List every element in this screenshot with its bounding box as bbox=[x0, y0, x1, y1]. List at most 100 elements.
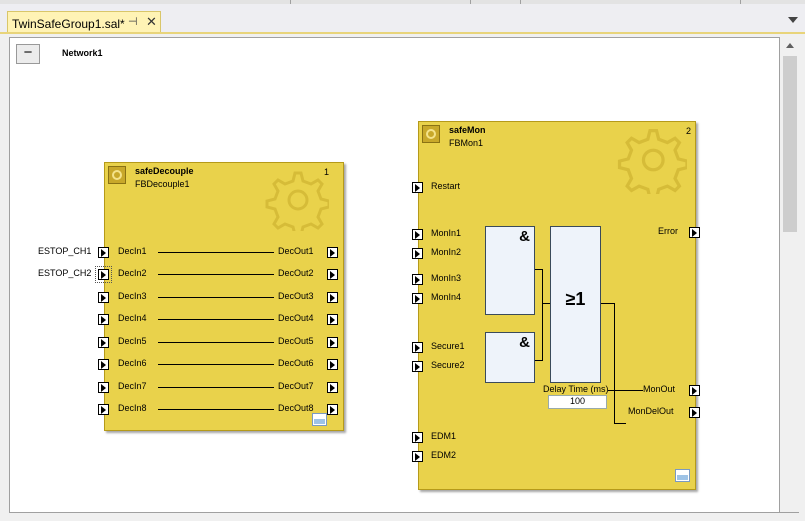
output-port-icon[interactable] bbox=[327, 382, 338, 393]
top-toolbar-strip bbox=[0, 0, 805, 4]
input-port-icon[interactable] bbox=[98, 247, 109, 258]
and-symbol: & bbox=[519, 228, 530, 245]
wire bbox=[542, 303, 550, 304]
minimize-block-icon[interactable] bbox=[312, 413, 327, 426]
input-port-icon[interactable] bbox=[98, 382, 109, 393]
toolbar-separator bbox=[290, 0, 291, 4]
tab-title[interactable]: TwinSafeGroup1.sal* bbox=[12, 17, 125, 31]
gear-watermark-icon bbox=[265, 171, 329, 231]
output-port-icon[interactable] bbox=[327, 269, 338, 280]
and-gate-1: & bbox=[485, 226, 535, 315]
fb-safedecouple[interactable]: safeDecouple FBDecouple1 1 bbox=[104, 162, 344, 431]
toolbar-separator bbox=[740, 0, 741, 4]
close-icon[interactable]: ✕ bbox=[146, 14, 157, 29]
fb-type-label: safeDecouple bbox=[135, 166, 194, 176]
input-port-icon[interactable] bbox=[412, 451, 423, 462]
output-port-icon[interactable] bbox=[327, 404, 338, 415]
external-input-label: ESTOP_CH2 bbox=[38, 268, 92, 278]
input-port-icon[interactable] bbox=[412, 248, 423, 259]
wire bbox=[614, 423, 626, 424]
input-pin-label: DecIn4 bbox=[118, 313, 147, 323]
fb-icon bbox=[108, 166, 126, 184]
input-port-icon[interactable] bbox=[412, 274, 423, 285]
vertical-scrollbar[interactable] bbox=[781, 37, 799, 512]
output-port-icon[interactable] bbox=[327, 359, 338, 370]
output-port-icon[interactable] bbox=[689, 385, 700, 396]
delay-time-label: Delay Time (ms) bbox=[543, 384, 609, 394]
wire bbox=[601, 303, 614, 304]
output-pin-label: MonOut bbox=[643, 384, 676, 394]
internal-connection bbox=[158, 319, 274, 320]
network-canvas[interactable]: − Network1 safeDecouple FBDecouple1 1 ES… bbox=[9, 37, 780, 512]
input-port-icon[interactable] bbox=[95, 266, 112, 283]
fb-icon bbox=[422, 125, 440, 143]
and-gate-2: & bbox=[485, 332, 535, 383]
scroll-up-icon[interactable] bbox=[786, 43, 794, 48]
output-port-icon[interactable] bbox=[689, 227, 700, 238]
output-port-icon[interactable] bbox=[327, 247, 338, 258]
output-pin-label: DecOut1 bbox=[278, 246, 314, 256]
internal-connection bbox=[158, 342, 274, 343]
collapse-network-button[interactable]: − bbox=[16, 44, 40, 64]
toolbar-separator bbox=[520, 0, 521, 4]
input-port-icon[interactable] bbox=[412, 342, 423, 353]
gear-watermark-icon bbox=[617, 128, 687, 194]
delay-time-field[interactable]: 100 bbox=[548, 395, 607, 409]
tab-underline bbox=[0, 32, 805, 34]
document-tab-bar: TwinSafeGroup1.sal* ⊣ ✕ bbox=[0, 4, 805, 34]
input-pin-label: DecIn7 bbox=[118, 381, 147, 391]
input-port-icon[interactable] bbox=[98, 314, 109, 325]
output-port-icon[interactable] bbox=[327, 314, 338, 325]
output-pin-label: DecOut7 bbox=[278, 381, 314, 391]
output-pin-label: MonDelOut bbox=[628, 406, 674, 416]
toolbar-separator bbox=[470, 0, 471, 4]
pin-icon[interactable]: ⊣ bbox=[128, 16, 138, 28]
document-tab[interactable]: TwinSafeGroup1.sal* ⊣ ✕ bbox=[7, 11, 161, 34]
fb-number: 2 bbox=[686, 126, 692, 136]
output-pin-label: DecOut5 bbox=[278, 336, 314, 346]
input-pin-label: DecIn3 bbox=[118, 291, 147, 301]
input-pin-label: Restart bbox=[431, 181, 461, 191]
output-pin-label: DecOut8 bbox=[278, 403, 314, 413]
and-symbol: & bbox=[519, 334, 530, 351]
input-port-icon[interactable] bbox=[412, 182, 423, 193]
output-pin-label: DecOut6 bbox=[278, 358, 314, 368]
output-pin-label: DecOut2 bbox=[278, 268, 314, 278]
or-symbol: ≥1 bbox=[565, 289, 586, 309]
external-input-label: ESTOP_CH1 bbox=[38, 246, 92, 256]
output-port-icon[interactable] bbox=[327, 337, 338, 348]
fb-instance-label: FBDecouple1 bbox=[135, 179, 190, 189]
input-port-icon[interactable] bbox=[412, 229, 423, 240]
input-port-icon[interactable] bbox=[98, 337, 109, 348]
scrollbar-thumb[interactable] bbox=[783, 56, 797, 232]
internal-connection bbox=[158, 364, 274, 365]
wire bbox=[535, 360, 542, 361]
output-port-icon[interactable] bbox=[327, 292, 338, 303]
input-port-icon[interactable] bbox=[412, 293, 423, 304]
wire bbox=[608, 390, 643, 391]
input-port-icon[interactable] bbox=[412, 361, 423, 372]
input-port-icon[interactable] bbox=[98, 359, 109, 370]
input-pin-label: Secure1 bbox=[431, 341, 465, 351]
output-pin-label: DecOut4 bbox=[278, 313, 314, 323]
fb-type-label: safeMon bbox=[449, 125, 486, 135]
input-pin-label: MonIn2 bbox=[431, 247, 462, 257]
input-pin-label: MonIn3 bbox=[431, 273, 462, 283]
internal-connection bbox=[158, 409, 274, 410]
fb-safemon[interactable]: safeMon FBMon1 2 & & ≥1 Delay Time (ms) … bbox=[418, 121, 696, 490]
output-port-icon[interactable] bbox=[689, 407, 700, 418]
input-port-icon[interactable] bbox=[98, 292, 109, 303]
input-pin-label: EDM2 bbox=[431, 450, 457, 460]
minimize-block-icon[interactable] bbox=[675, 469, 690, 482]
input-port-icon[interactable] bbox=[98, 404, 109, 415]
input-pin-label: EDM1 bbox=[431, 431, 457, 441]
wire bbox=[542, 269, 543, 361]
dropdown-icon[interactable] bbox=[788, 17, 798, 23]
input-pin-label: MonIn1 bbox=[431, 228, 462, 238]
input-pin-label: DecIn2 bbox=[118, 268, 147, 278]
input-port-icon[interactable] bbox=[412, 432, 423, 443]
input-pin-label: DecIn5 bbox=[118, 336, 147, 346]
fb-instance-label: FBMon1 bbox=[449, 138, 484, 148]
bottom-border bbox=[9, 512, 799, 513]
wire bbox=[614, 303, 615, 423]
